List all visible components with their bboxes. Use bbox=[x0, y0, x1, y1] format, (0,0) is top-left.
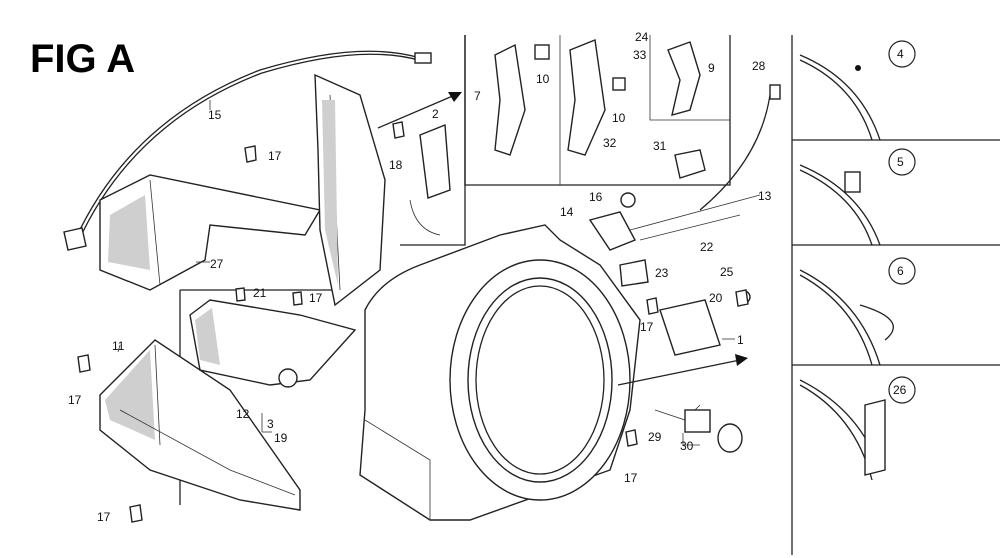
fan-housing bbox=[359, 224, 641, 521]
callout-17c: 17 bbox=[68, 393, 82, 407]
bolts bbox=[77, 121, 749, 523]
regulator-2 bbox=[409, 123, 451, 236]
callout-3: 3 bbox=[267, 417, 274, 431]
callout-17d: 17 bbox=[97, 510, 111, 524]
callout-26: 26 bbox=[893, 383, 907, 397]
callout-27: 27 bbox=[210, 257, 224, 271]
callout-6: 6 bbox=[897, 264, 904, 278]
callout-13: 13 bbox=[758, 189, 772, 203]
callout-11: 11 bbox=[112, 339, 125, 353]
callout-15: 15 bbox=[208, 108, 222, 122]
callout-18: 18 bbox=[389, 158, 403, 172]
callout-14: 14 bbox=[560, 205, 574, 219]
callout-21: 21 bbox=[253, 286, 267, 300]
bracket-12 bbox=[189, 299, 357, 388]
leaders bbox=[117, 100, 735, 446]
callout-2: 2 bbox=[432, 107, 439, 121]
cable-15 bbox=[63, 50, 432, 251]
inset-parts bbox=[494, 39, 706, 179]
arrows bbox=[377, 92, 748, 386]
callout-9: 9 bbox=[708, 61, 715, 75]
callout-31: 31 bbox=[653, 139, 667, 153]
callout-16: 16 bbox=[589, 190, 603, 204]
callout-10b: 10 bbox=[612, 111, 626, 125]
callout-23: 23 bbox=[655, 266, 669, 280]
callout-19: 19 bbox=[274, 431, 288, 445]
callout-30: 30 bbox=[680, 439, 694, 453]
shroud-27 bbox=[99, 174, 322, 291]
callout-labels: 1 2 3 4 5 6 7 9 10 10 11 12 13 14 15 16 … bbox=[68, 30, 907, 524]
callout-17e: 17 bbox=[640, 320, 654, 334]
callout-7: 7 bbox=[474, 89, 481, 103]
callout-10a: 10 bbox=[536, 72, 550, 86]
wiring bbox=[588, 84, 781, 453]
callout-17a: 17 bbox=[268, 149, 282, 163]
figure-title: FIG A bbox=[30, 37, 135, 81]
cover-11 bbox=[99, 339, 301, 511]
callout-22: 22 bbox=[700, 240, 714, 254]
callout-1: 1 bbox=[737, 333, 744, 347]
detail-views bbox=[791, 35, 1000, 555]
callout-12: 12 bbox=[236, 407, 250, 421]
callout-28: 28 bbox=[752, 59, 766, 73]
callout-4: 4 bbox=[897, 47, 904, 61]
callout-33: 33 bbox=[633, 48, 647, 62]
inset-frames bbox=[179, 35, 731, 505]
callout-25: 25 bbox=[720, 265, 734, 279]
callout-20: 20 bbox=[709, 291, 723, 305]
callout-17b: 17 bbox=[309, 291, 323, 305]
callout-17f: 17 bbox=[624, 471, 638, 485]
callout-32: 32 bbox=[603, 136, 617, 150]
baffle bbox=[314, 73, 386, 307]
callout-5: 5 bbox=[897, 155, 904, 169]
callout-29: 29 bbox=[648, 430, 662, 444]
callout-24: 24 bbox=[635, 30, 649, 44]
